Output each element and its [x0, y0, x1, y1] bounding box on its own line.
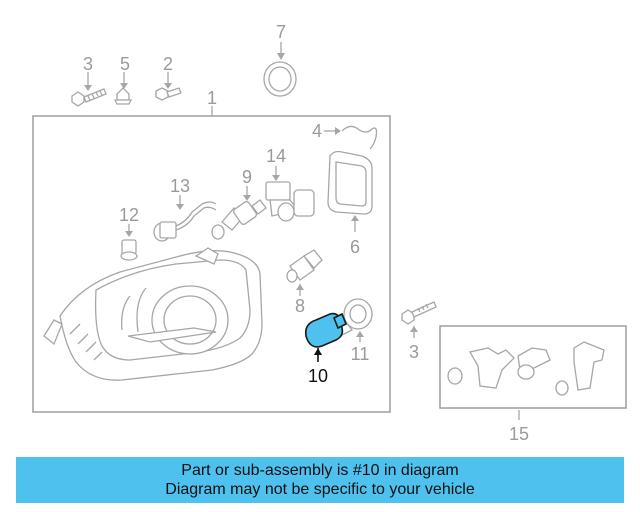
part-15-adjuster-kit[interactable]	[447, 341, 605, 396]
callout-6: 6	[350, 237, 360, 257]
headlamp-assembly-box	[32, 115, 391, 413]
callout-3-right: 3	[409, 342, 419, 362]
info-banner: Part or sub-assembly is #10 in diagram D…	[16, 457, 624, 503]
part-10-bulb-highlighted[interactable]	[304, 312, 348, 348]
callout-5: 5	[120, 54, 130, 74]
callout-13: 13	[170, 176, 190, 196]
callout-9: 9	[242, 167, 252, 187]
adjuster-kit-box	[439, 325, 627, 409]
part-6-cover[interactable]	[327, 150, 373, 215]
part-8-bulb[interactable]	[286, 249, 323, 283]
part-9-bulb[interactable]	[211, 199, 267, 240]
part-14-bulb[interactable]	[265, 181, 315, 222]
callout-2: 2	[163, 54, 173, 74]
callout-15: 15	[509, 424, 529, 444]
callout-7: 7	[276, 22, 286, 42]
part-13-socket[interactable]	[153, 201, 217, 242]
part-5-clip-nut[interactable]	[113, 72, 133, 105]
callout-10: 10	[308, 366, 328, 386]
callout-8: 8	[295, 296, 305, 316]
banner-line-2: Diagram may not be specific to your vehi…	[165, 481, 475, 498]
part-7-seal-ring[interactable]	[263, 61, 297, 97]
part-3-screw-right[interactable]	[401, 301, 437, 325]
part-4-wire-harness[interactable]	[341, 125, 378, 150]
callout-12: 12	[119, 205, 139, 225]
callout-4: 4	[312, 121, 322, 141]
part-3-screw[interactable]	[71, 72, 107, 107]
banner-line-1: Part or sub-assembly is #10 in diagram	[181, 462, 459, 479]
part-12-bulb[interactable]	[120, 239, 138, 261]
callout-1: 1	[207, 88, 217, 108]
headlamp-housing[interactable]	[43, 247, 263, 381]
callout-11: 11	[351, 344, 370, 364]
callout-14: 14	[266, 146, 286, 166]
callout-3: 3	[83, 54, 93, 74]
part-2-bolt[interactable]	[155, 72, 182, 101]
